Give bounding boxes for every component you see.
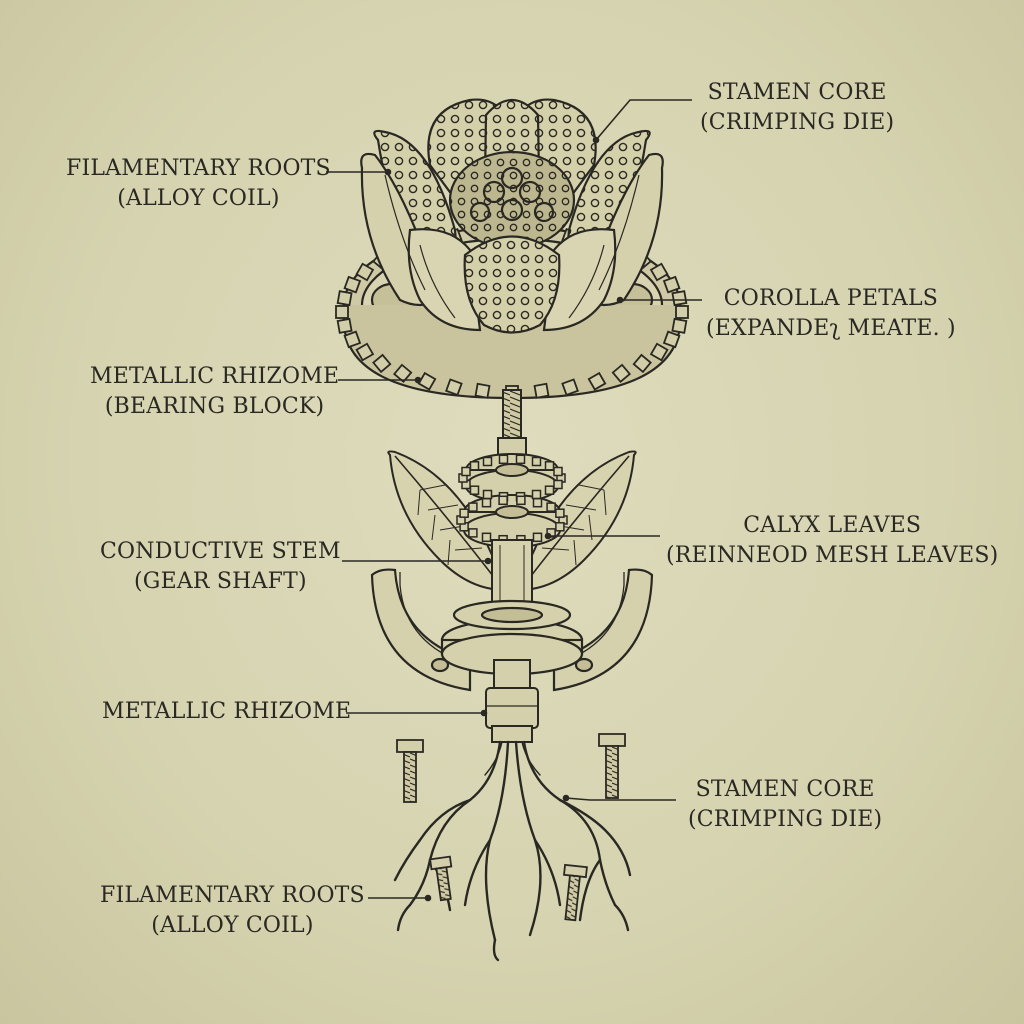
- gear-tooth: [343, 330, 362, 349]
- corolla-petals: [360, 98, 664, 334]
- gear-tooth: [372, 353, 392, 374]
- gear-tooth: [587, 371, 607, 391]
- label-calyx-leaves-subtitle: (REINNEOD MESH LEAVES): [666, 543, 999, 568]
- small-gear-tooth: [482, 456, 493, 467]
- small-gear-tooth: [468, 528, 478, 538]
- label-filamentary-roots-bottom-title: FILAMENTARY ROOTS: [100, 883, 365, 908]
- label-conductive-stem-subtitle: (GEAR SHAFT): [134, 569, 307, 594]
- gear-tooth: [335, 305, 349, 319]
- small-gear-tooth: [515, 454, 526, 465]
- label-stamen-core-bottom-title: STAMEN CORE: [695, 777, 875, 802]
- small-gear-tooth: [553, 479, 563, 490]
- small-gear-tooth: [468, 502, 478, 512]
- label-filamentary-roots-top: FILAMENTARY ROOTS (ALLOY COIL): [66, 154, 331, 214]
- label-metallic-rhizome-mid-title: METALLIC RHIZOME: [102, 699, 352, 724]
- gear-tooth: [336, 290, 353, 307]
- small-gear-tooth: [553, 466, 563, 477]
- small-gear-tooth: [546, 502, 556, 512]
- gear-tooth: [392, 363, 413, 384]
- label-corolla-petals-title: COROLLA PETALS: [723, 286, 939, 311]
- gear-tooth: [675, 305, 689, 319]
- small-gear-tooth: [532, 532, 543, 543]
- gear-tooth: [417, 371, 437, 391]
- gear-tooth: [343, 275, 362, 294]
- gear-tooth: [662, 275, 681, 294]
- label-conductive-stem: CONDUCTIVE STEM (GEAR SHAFT): [100, 537, 341, 597]
- small-gear-tooth: [531, 489, 542, 500]
- label-stamen-core-bottom: STAMEN CORE (CRIMPING DIE): [688, 775, 882, 835]
- label-filamentary-roots-bottom: FILAMENTARY ROOTS (ALLOY COIL): [100, 881, 365, 941]
- small-gear-tooth: [459, 508, 469, 518]
- small-gears: [456, 453, 568, 548]
- small-gear-tooth: [555, 522, 565, 532]
- label-filamentary-roots-bottom-subtitle: (ALLOY COIL): [151, 913, 314, 938]
- label-metallic-rhizome-top-subtitle: (BEARING BLOCK): [104, 394, 325, 419]
- gear-tooth: [533, 382, 550, 399]
- label-metallic-rhizome-mid: METALLIC RHIZOME: [102, 697, 351, 727]
- small-gear-tooth: [516, 495, 526, 506]
- label-corolla-petals-subtitle: (EXPANDEʅ MEATE. ): [706, 316, 956, 341]
- gear-tooth: [445, 378, 463, 397]
- label-filamentary-roots-top-title: FILAMENTARY ROOTS: [66, 156, 331, 181]
- label-stamen-core-top-subtitle: (CRIMPING DIE): [700, 110, 895, 135]
- label-stamen-core-top-title: STAMEN CORE: [707, 80, 887, 105]
- gear-tooth: [671, 290, 688, 307]
- gear-tooth: [671, 317, 688, 334]
- small-gear-tooth: [481, 532, 492, 543]
- gear-tooth: [474, 382, 491, 399]
- gear-tooth: [355, 342, 375, 362]
- gear-tooth: [662, 330, 681, 349]
- gear-tooth: [336, 317, 353, 334]
- small-gear-tooth: [498, 495, 508, 506]
- small-gear-tooth: [555, 508, 565, 518]
- gear-tooth: [611, 363, 632, 384]
- bolts: [396, 733, 626, 922]
- gear-tooth: [649, 262, 669, 282]
- small-gear-tooth: [481, 497, 492, 508]
- gear-tooth: [649, 342, 669, 362]
- leader-lines: [326, 99, 702, 902]
- label-corolla-petals: COROLLA PETALS (EXPANDEʅ MEATE. ): [706, 284, 956, 344]
- label-filamentary-roots-top-subtitle: (ALLOY COIL): [117, 186, 280, 211]
- gear-tooth: [632, 353, 652, 374]
- label-calyx-leaves-title: CALYX LEAVES: [743, 513, 922, 538]
- gear-tooth: [561, 378, 579, 397]
- spring-shaft: [497, 389, 527, 465]
- label-stamen-core-bottom-subtitle: (CRIMPING DIE): [688, 807, 883, 832]
- label-conductive-stem-title: CONDUCTIVE STEM: [100, 539, 341, 564]
- metallic-rhizome-collar: [485, 659, 539, 743]
- small-gear-tooth: [469, 461, 480, 471]
- small-gear-tooth: [544, 485, 555, 495]
- small-gear-tooth: [498, 454, 509, 465]
- label-stamen-core-top: STAMEN CORE (CRIMPING DIE): [700, 78, 894, 138]
- small-gear-tooth: [544, 461, 555, 471]
- calyx-leaves: [387, 450, 637, 592]
- label-metallic-rhizome-top-title: METALLIC RHIZOME: [90, 364, 340, 389]
- small-gear-tooth: [531, 456, 542, 467]
- gear-tooth: [355, 262, 375, 282]
- label-metallic-rhizome-top: METALLIC RHIZOME (BEARING BLOCK): [90, 362, 339, 422]
- small-gear-tooth: [469, 485, 480, 495]
- filamentary-roots: [393, 740, 632, 962]
- small-gear-tooth: [532, 497, 543, 508]
- label-calyx-leaves: CALYX LEAVES (REINNEOD MESH LEAVES): [666, 511, 998, 571]
- small-gear-tooth: [482, 489, 493, 500]
- small-gear-tooth: [461, 466, 471, 477]
